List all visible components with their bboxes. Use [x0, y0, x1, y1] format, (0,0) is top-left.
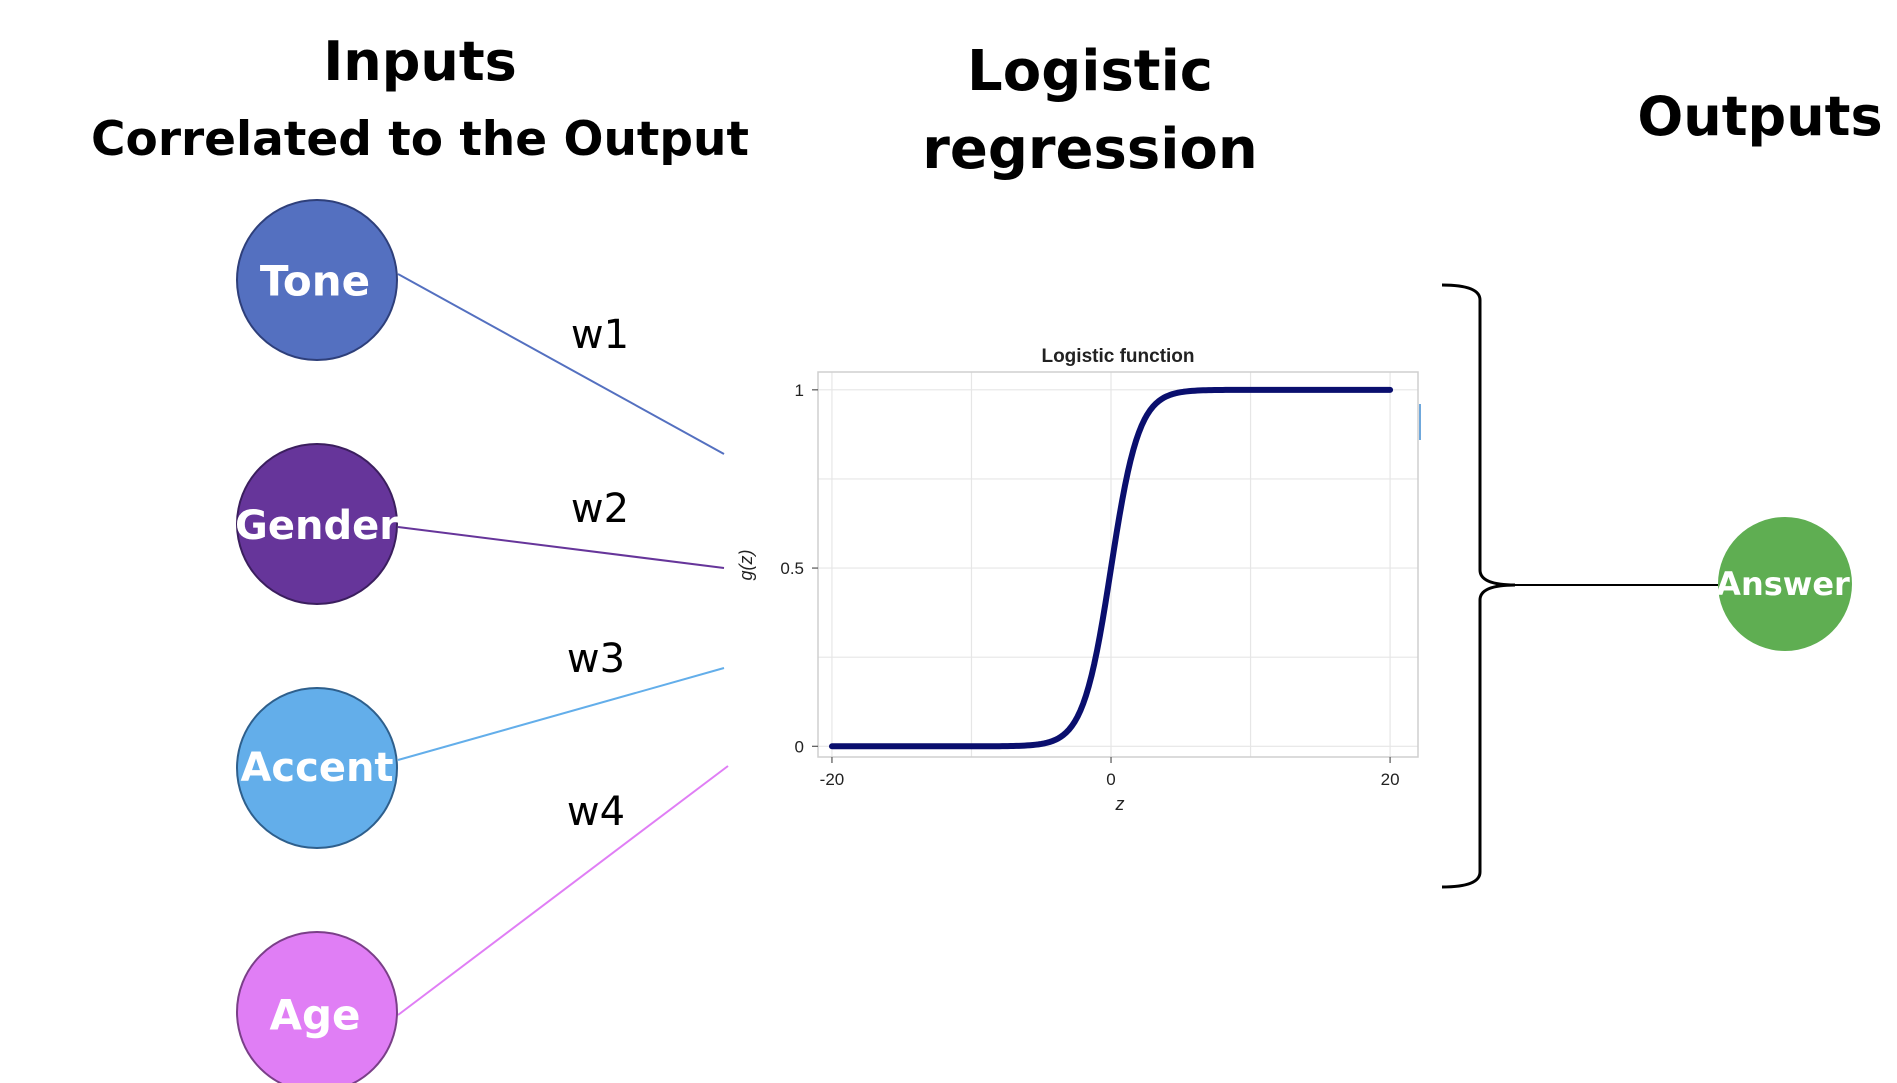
- chart-y-axis-label: g(z): [736, 550, 756, 581]
- outputs-heading: Outputs: [1637, 85, 1882, 148]
- weight-label-w2: w2: [571, 486, 629, 532]
- model-heading-line2: regression: [922, 117, 1257, 182]
- input-label-tone: Tone: [260, 257, 370, 306]
- connection-tone: [397, 273, 725, 455]
- input-label-gender: Gender: [235, 503, 399, 549]
- input-label-age: Age: [269, 991, 360, 1040]
- inputs-subheading: Correlated to the Output: [91, 112, 749, 167]
- inputs-heading: Inputs: [323, 30, 517, 93]
- weight-label-w1: w1: [571, 312, 629, 358]
- output-bracket: [1441, 283, 1516, 889]
- chart-ticks: -20 0 20 0 0.5 1: [780, 381, 1399, 789]
- chart-x-axis-label: z: [1115, 794, 1125, 814]
- chart-title: Logistic function: [1041, 346, 1194, 367]
- output-node-answer: Answer: [1716, 517, 1852, 651]
- connection-gender: [397, 526, 725, 569]
- chart-y-tick-label: 0.5: [780, 559, 804, 578]
- connection-age: [397, 765, 729, 1016]
- connection-accent: [397, 667, 725, 761]
- chart-y-tick-label: 0: [795, 737, 804, 756]
- input-label-accent: Accent: [240, 745, 393, 791]
- weight-label-w4: w4: [567, 789, 625, 835]
- model-heading-line1: Logistic: [967, 39, 1213, 104]
- chart-x-tick-label: 0: [1106, 770, 1115, 789]
- logistic-curve: [828, 386, 1394, 750]
- chart-x-tick-label: 20: [1381, 770, 1400, 789]
- input-node-tone: Tone: [236, 199, 398, 361]
- chart-y-tick-label: 1: [795, 381, 804, 400]
- output-label-answer: Answer: [1716, 565, 1850, 603]
- logistic-function-chart: -20 0 20 0 0.5 1 Logistic function z g(z): [736, 345, 1424, 815]
- chart-plot-frame: [817, 371, 1419, 758]
- chart-x-tick-label: -20: [820, 770, 845, 789]
- input-node-accent: Accent: [236, 687, 398, 849]
- input-node-gender: Gender: [235, 443, 399, 605]
- chart-background: [752, 345, 1424, 815]
- weight-label-w3: w3: [567, 636, 625, 682]
- input-node-age: Age: [236, 931, 398, 1083]
